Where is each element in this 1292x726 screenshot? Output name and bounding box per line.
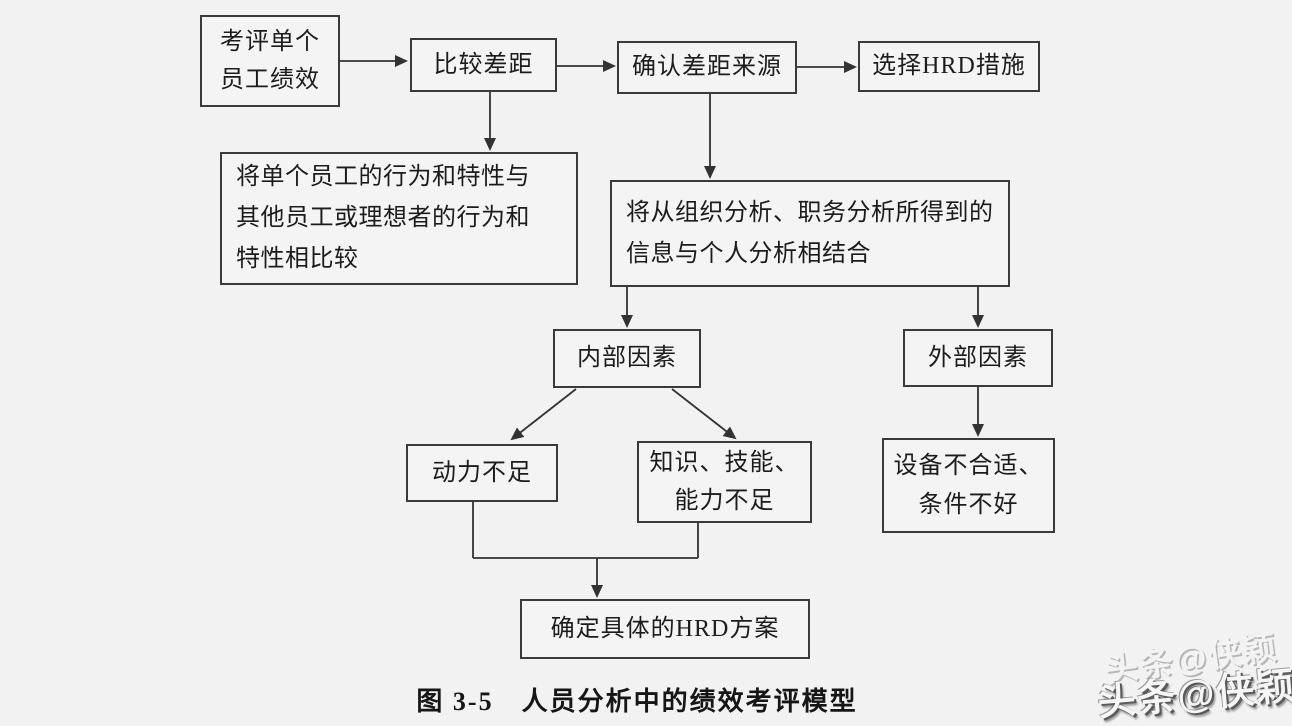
flow-box-select-hrd-measures: 选择HRD措施 bbox=[858, 41, 1040, 92]
flow-box-external-factors: 外部因素 bbox=[903, 329, 1053, 387]
flow-box-compare-gap: 比较差距 bbox=[410, 38, 557, 92]
flow-box-evaluate-employee: 考评单个 员工绩效 bbox=[200, 15, 340, 107]
flow-box-insufficient-motivation: 动力不足 bbox=[406, 444, 558, 502]
flow-box-insufficient-knowledge-skill: 知识、技能、 能力不足 bbox=[637, 441, 812, 523]
flow-box-combine-analysis-detail: 将从组织分析、职务分析所得到的 信息与个人分析相结合 bbox=[610, 180, 1010, 287]
flow-box-determine-hrd-plan: 确定具体的HRD方案 bbox=[520, 599, 810, 659]
flow-box-internal-factors: 内部因素 bbox=[553, 329, 701, 388]
flow-box-confirm-gap-source: 确认差距来源 bbox=[617, 41, 797, 94]
figure-caption: 图 3-5 人员分析中的绩效考评模型 bbox=[416, 687, 858, 716]
flow-box-unsuitable-equipment: 设备不合适、 条件不好 bbox=[882, 438, 1055, 533]
flow-box-compare-behavior-detail: 将单个员工的行为和特性与 其他员工或理想者的行为和 特性相比较 bbox=[220, 152, 578, 285]
